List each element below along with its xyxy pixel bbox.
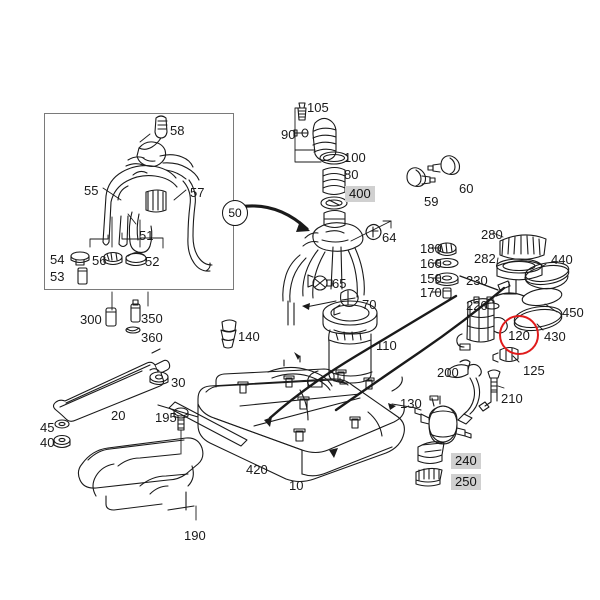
part-label-150: 150 bbox=[420, 271, 442, 286]
part-label-30: 30 bbox=[171, 375, 186, 390]
part-label-53: 53 bbox=[50, 269, 65, 284]
top-center-parts bbox=[293, 102, 349, 210]
part-label-280: 280 bbox=[481, 227, 503, 242]
leader-282 bbox=[496, 257, 499, 265]
clips-240-250 bbox=[415, 441, 445, 487]
inset-filler-neck-group bbox=[102, 115, 213, 272]
part-label-440: 440 bbox=[551, 252, 573, 267]
fuel-hoses bbox=[268, 286, 506, 420]
part-label-80: 80 bbox=[344, 167, 359, 182]
callout-50: 50 bbox=[222, 200, 248, 226]
part-label-420: 420 bbox=[246, 462, 268, 477]
part-label-54: 54 bbox=[50, 252, 65, 267]
leader-280 bbox=[492, 232, 504, 238]
leader-440 bbox=[539, 263, 547, 269]
highlight-120: 120 bbox=[499, 315, 539, 355]
part-label-55: 55 bbox=[84, 183, 99, 198]
part-label-140: 140 bbox=[238, 329, 260, 344]
leader-125 bbox=[512, 355, 520, 363]
filler-neck-assembly bbox=[282, 209, 392, 326]
part-label-110: 110 bbox=[376, 338, 397, 353]
leader-430 bbox=[536, 323, 544, 331]
part-label-90: 90 bbox=[281, 127, 296, 142]
part-label-450: 450 bbox=[562, 305, 584, 320]
part-label-350: 350 bbox=[141, 311, 163, 326]
part-label-51: 51 bbox=[139, 228, 154, 243]
parts-65-70 bbox=[302, 274, 359, 316]
part-label-56: 56 bbox=[92, 253, 107, 268]
part-label-125: 125 bbox=[523, 363, 545, 378]
heat-shield-190 bbox=[77, 437, 204, 521]
leaders-180-170 bbox=[431, 247, 441, 293]
part-label-250: 250 bbox=[451, 474, 481, 490]
part-140-shape bbox=[220, 319, 237, 349]
part-label-100: 100 bbox=[344, 150, 366, 165]
part-label-170: 170 bbox=[420, 285, 442, 300]
part-label-52: 52 bbox=[145, 254, 160, 269]
arrow-50 bbox=[237, 204, 309, 231]
part-label-200: 200 bbox=[437, 365, 459, 380]
part-label-230: 230 bbox=[466, 273, 488, 288]
leader-55 bbox=[102, 187, 122, 201]
part-label-210: 210 bbox=[501, 391, 523, 406]
part-label-195: 195 bbox=[155, 410, 177, 425]
part-label-40: 40 bbox=[40, 435, 55, 450]
leader-58 bbox=[139, 133, 151, 143]
leader-57 bbox=[173, 189, 187, 201]
fuel-tank-10 bbox=[197, 352, 405, 483]
part-label-360: 360 bbox=[141, 330, 163, 345]
part-label-64: 64 bbox=[382, 230, 397, 245]
clamps-59-60 bbox=[406, 155, 461, 188]
leader-450 bbox=[544, 303, 558, 313]
part-label-180: 180 bbox=[420, 241, 442, 256]
part-label-59: 59 bbox=[424, 194, 439, 209]
fuel-filter-130 bbox=[388, 395, 472, 445]
part-label-220: 220 bbox=[466, 298, 488, 313]
part-label-240: 240 bbox=[451, 453, 481, 469]
part-label-430: 430 bbox=[544, 329, 566, 344]
part-label-130: 130 bbox=[400, 396, 422, 411]
part-label-190: 190 bbox=[184, 528, 206, 543]
arrowhead-50 bbox=[296, 221, 310, 232]
detail-inset-panel bbox=[44, 113, 234, 290]
part-label-45: 45 bbox=[40, 420, 55, 435]
part-label-20: 20 bbox=[111, 408, 126, 423]
part-label-70: 70 bbox=[362, 297, 377, 312]
part-label-60: 60 bbox=[459, 181, 474, 196]
part-label-300: 300 bbox=[80, 312, 102, 327]
part-label-160: 160 bbox=[420, 256, 442, 271]
part-label-57: 57 bbox=[190, 185, 205, 200]
part-label-10: 10 bbox=[289, 478, 304, 493]
parts-200-210 bbox=[447, 359, 505, 425]
part-label-400: 400 bbox=[345, 186, 375, 202]
part-label-282: 282 bbox=[474, 251, 496, 266]
part-label-58: 58 bbox=[170, 123, 185, 138]
strap-20-group bbox=[52, 348, 189, 455]
inset-small-parts bbox=[70, 251, 147, 285]
part-label-65: 65 bbox=[332, 276, 347, 291]
parts-300-350-360 bbox=[105, 291, 149, 334]
leader-51 bbox=[127, 213, 137, 225]
part-label-105: 105 bbox=[307, 100, 329, 115]
